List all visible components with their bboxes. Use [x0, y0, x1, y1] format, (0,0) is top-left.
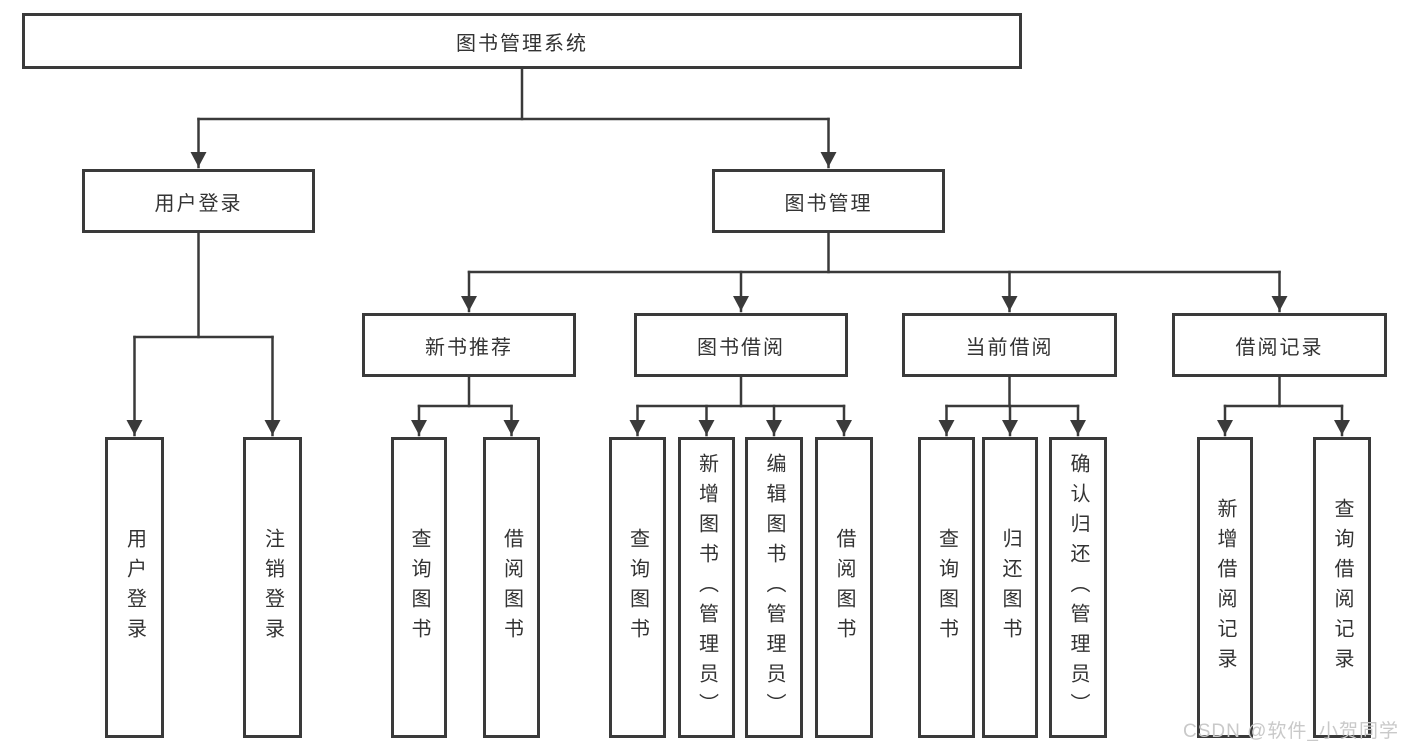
leaf-records-query-label: 查询借阅记录	[1331, 497, 1353, 678]
csdn-watermark: CSDN @软件_小贺同学	[1183, 721, 1399, 742]
leaf-borrow-query-label: 查询图书	[626, 527, 649, 648]
leaf-borrow-add-admin-label: 新增图书（管理员）	[695, 452, 718, 723]
leaf-records-add: 新增借阅记录	[1197, 437, 1253, 738]
leaf-borrow-borrow-label: 借阅图书	[833, 527, 855, 648]
leaf-newbooks-borrow-label: 借阅图书	[500, 527, 523, 648]
node-user-login: 用户登录	[82, 169, 315, 233]
leaf-borrow-query: 查询图书	[609, 437, 666, 738]
leaf-borrow-add-admin: 新增图书（管理员）	[678, 437, 735, 738]
leaf-newbooks-borrow: 借阅图书	[483, 437, 540, 738]
leaf-current-query: 查询图书	[918, 437, 975, 738]
leaf-records-query: 查询借阅记录	[1313, 437, 1371, 738]
leaf-current-confirm-admin-label: 确认归还（管理员）	[1067, 452, 1089, 723]
node-borrow-records: 借阅记录	[1172, 313, 1387, 377]
leaf-borrow-borrow: 借阅图书	[815, 437, 873, 738]
leaf-logout-label: 注销登录	[261, 527, 284, 648]
leaf-current-confirm-admin: 确认归还（管理员）	[1049, 437, 1107, 738]
leaf-current-query-label: 查询图书	[935, 527, 958, 648]
node-book-borrow-label: 图书借阅	[697, 336, 785, 359]
leaf-newbooks-query: 查询图书	[391, 437, 447, 738]
node-current-borrow: 当前借阅	[902, 313, 1117, 377]
leaf-current-return: 归还图书	[982, 437, 1038, 738]
leaf-borrow-edit-admin-label: 编辑图书（管理员）	[763, 452, 785, 723]
node-root: 图书管理系统	[22, 13, 1022, 69]
leaf-current-return-label: 归还图书	[999, 527, 1021, 648]
node-book-mgmt-label: 图书管理	[784, 192, 873, 215]
leaf-borrow-edit-admin: 编辑图书（管理员）	[745, 437, 803, 738]
node-user-login-label: 用户登录	[154, 192, 243, 215]
leaf-newbooks-query-label: 查询图书	[408, 527, 430, 648]
node-book-borrow: 图书借阅	[634, 313, 848, 377]
node-borrow-records-label: 借阅记录	[1235, 336, 1324, 359]
leaf-logout: 注销登录	[243, 437, 302, 738]
node-root-label: 图书管理系统	[456, 32, 588, 55]
node-new-books-label: 新书推荐	[425, 336, 513, 359]
leaf-records-add-label: 新增借阅记录	[1214, 497, 1236, 678]
node-book-mgmt: 图书管理	[712, 169, 945, 233]
leaf-user-login: 用户登录	[105, 437, 164, 738]
node-current-borrow-label: 当前借阅	[965, 336, 1054, 359]
leaf-user-login-label: 用户登录	[123, 527, 146, 648]
node-new-books: 新书推荐	[362, 313, 576, 377]
